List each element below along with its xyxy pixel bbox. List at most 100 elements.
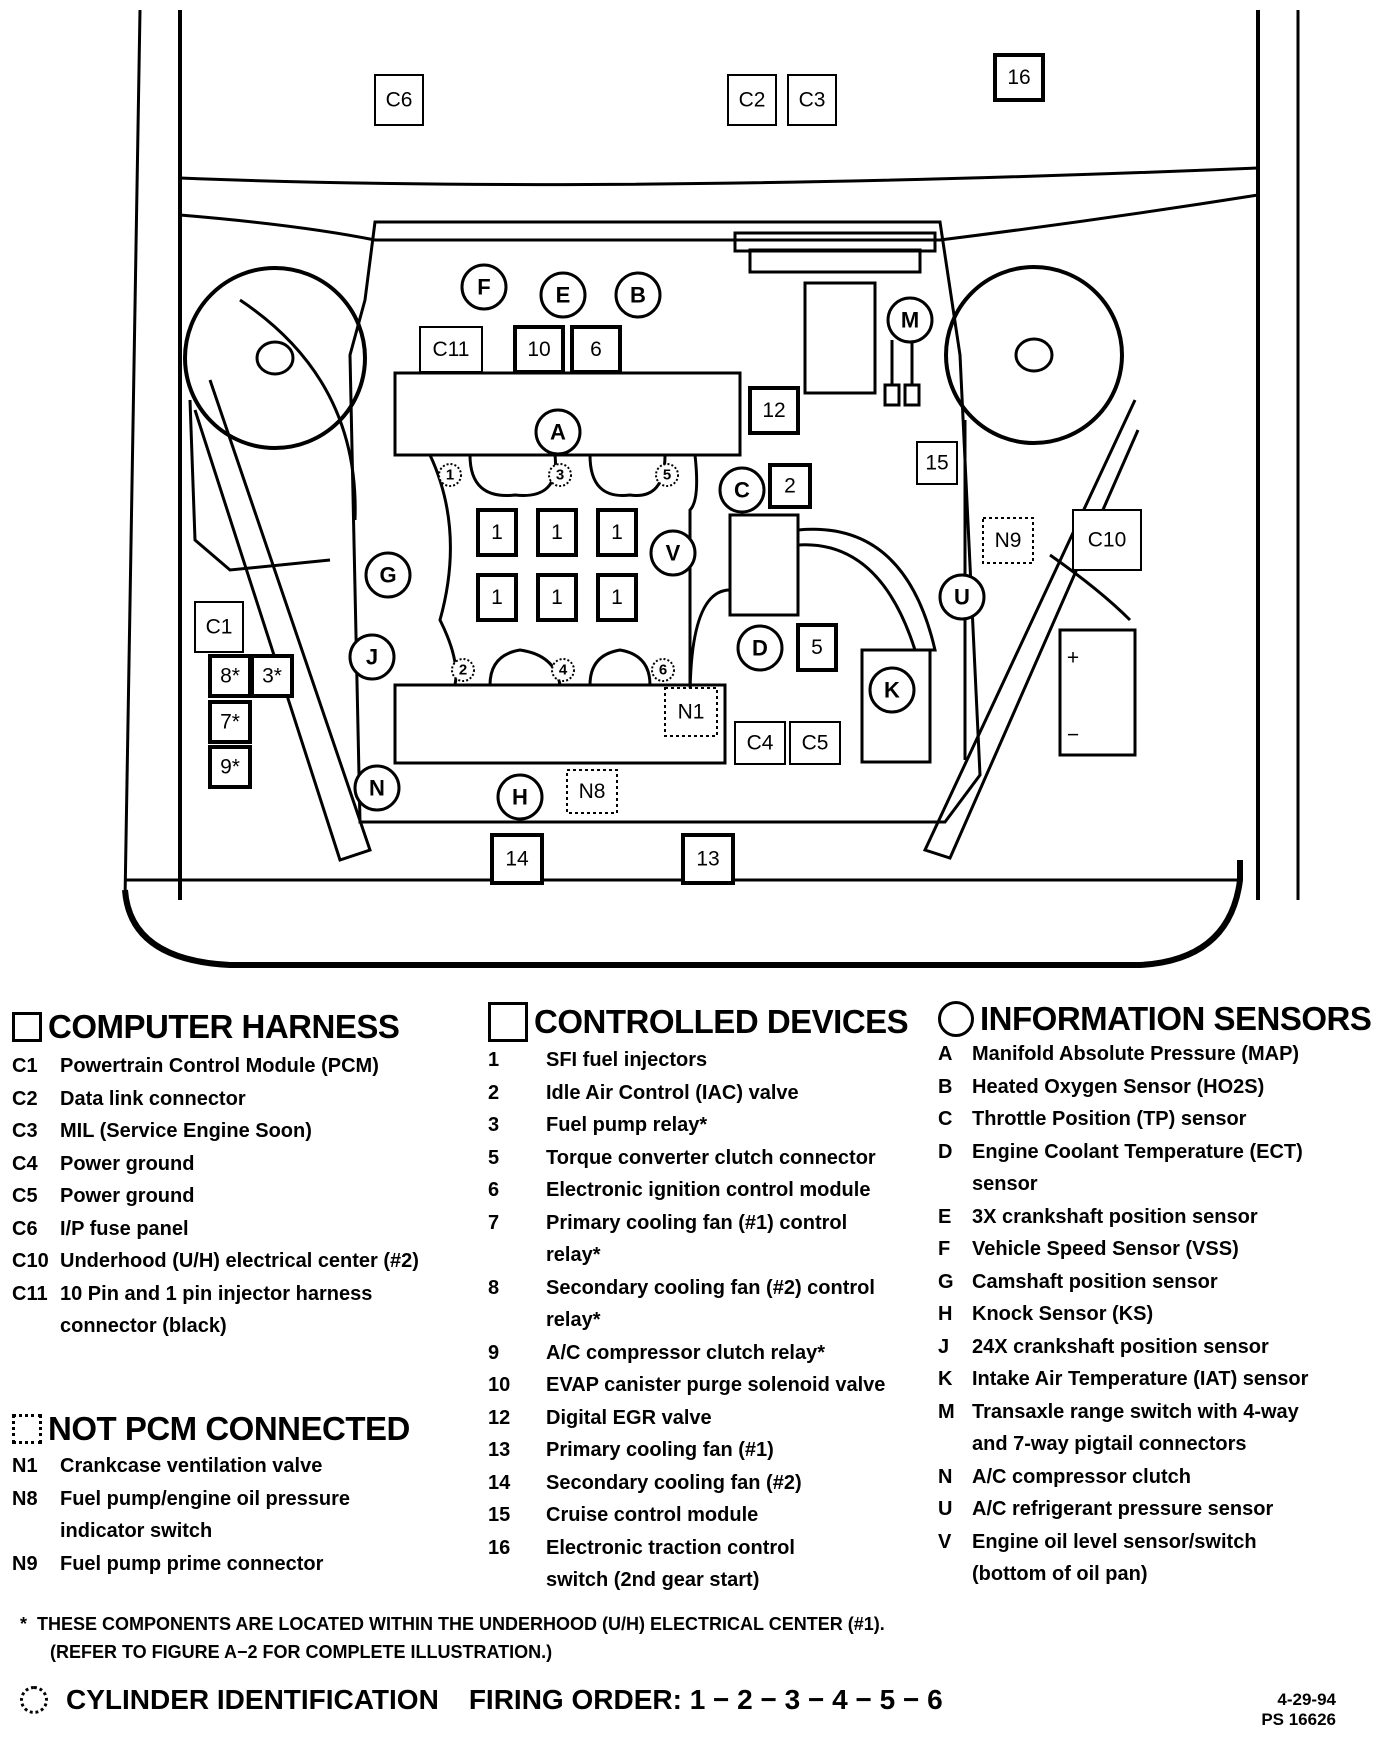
legend-row: indicator switch [12, 1515, 410, 1548]
circle-label: A [550, 420, 566, 445]
footnote-line-1: THESE COMPONENTS ARE LOCATED WITHIN THE … [37, 1614, 885, 1634]
legend-code: U [938, 1498, 953, 1520]
legend-desc: A/C refrigerant pressure sensor [972, 1498, 1274, 1520]
box-label: N9 [995, 529, 1022, 552]
box-label: 5 [811, 636, 823, 659]
box-callout: 2 [768, 463, 812, 509]
legend-code: 15 [488, 1504, 511, 1526]
box-callout: 8* [208, 654, 252, 698]
box-callout: 7* [208, 700, 252, 744]
legend-code: 3 [488, 1114, 500, 1136]
legend-desc: A/C compressor clutch [972, 1465, 1191, 1488]
legend-row: relay* [488, 1304, 908, 1337]
legend-code: C2 [12, 1087, 38, 1110]
box-callout: 9* [208, 745, 252, 789]
box-label: 1 [491, 521, 503, 544]
box-callout: 10 [513, 325, 565, 374]
box-label: 12 [762, 399, 785, 422]
legend-code: J [938, 1335, 950, 1358]
legend-code [938, 1558, 972, 1591]
box-callout: N8 [566, 769, 618, 814]
legend-title-controlled-devices: CONTROLLED DEVICES [488, 1002, 909, 1042]
box-callout: C11 [419, 326, 483, 373]
legend-desc: Throttle Position (TP) sensor [972, 1108, 1247, 1130]
legend-code: N9 [12, 1552, 38, 1575]
legend-row: relay* [488, 1239, 908, 1272]
legend-code: G [938, 1270, 954, 1293]
box-label: C6 [386, 89, 413, 112]
legend-code: D [938, 1140, 953, 1163]
legend-desc: Intake Air Temperature (IAT) sensor [972, 1368, 1309, 1390]
figure-stamp: 4-29-94 PS 16626 [1261, 1690, 1336, 1730]
legend-code: K [938, 1368, 953, 1390]
legend-desc: Cruise control module [546, 1504, 759, 1526]
legend-code [938, 1428, 972, 1461]
footnote: * THESE COMPONENTS ARE LOCATED WITHIN TH… [20, 1610, 885, 1666]
legend-code [12, 1515, 60, 1548]
legend-desc: Transaxle range switch with 4-way [972, 1400, 1299, 1423]
battery-plus-icon: + [1067, 647, 1079, 670]
legend-desc: Primary cooling fan (#1) [546, 1439, 774, 1461]
legend-desc: Underhood (U/H) electrical center (#2) [60, 1250, 419, 1272]
legend-row: (bottom of oil pan) [938, 1558, 1371, 1591]
box-label: 7* [220, 711, 240, 734]
legend-desc: Powertrain Control Module (PCM) [60, 1055, 379, 1077]
legend-code: V [938, 1530, 952, 1553]
legend-desc: 24X crankshaft position sensor [972, 1335, 1269, 1358]
box-callout: 14 [490, 833, 544, 885]
legend-desc: Torque converter clutch connector [546, 1146, 876, 1169]
box-label: 2 [784, 475, 796, 498]
legend-code: 16 [488, 1536, 511, 1559]
legend-code: F [938, 1238, 951, 1260]
legend-row: J 24X crankshaft position sensor [938, 1331, 1371, 1364]
box-callout: 15 [916, 441, 958, 485]
box-label: C2 [739, 89, 766, 112]
legend-code: N [938, 1465, 953, 1488]
box-label: 14 [505, 848, 529, 871]
legend-desc: Secondary cooling fan (#2) control [546, 1276, 875, 1299]
legend-desc: Power ground [60, 1152, 195, 1175]
legend-desc: Fuel pump prime connector [60, 1552, 324, 1575]
cylinder-marker: 3 [548, 463, 572, 487]
box-callout: 3* [250, 654, 294, 698]
legend-row: V Engine oil level sensor/switch [938, 1526, 1371, 1559]
legend-code: 7 [488, 1211, 500, 1234]
circle-callout: D [736, 624, 784, 672]
legend-desc: Data link connector [60, 1087, 246, 1110]
box-label: C11 [433, 338, 470, 361]
box-callout: C3 [787, 74, 837, 126]
cylinder-marker: 5 [655, 463, 679, 487]
cylinder-marker: 1 [438, 463, 462, 487]
box-label: C1 [206, 616, 233, 639]
cylinder-label: 3 [556, 467, 564, 484]
circle-callout: G [364, 551, 412, 599]
circle-callout: V [649, 529, 697, 577]
circle-callout: U [938, 573, 986, 621]
circle-label: F [477, 275, 490, 300]
legend-desc: Engine oil level sensor/switch [972, 1530, 1257, 1553]
legend-desc: Power ground [60, 1185, 195, 1207]
box-label: C3 [799, 89, 826, 112]
circle-label: H [512, 785, 528, 810]
legend-desc: Secondary cooling fan (#2) [546, 1471, 802, 1494]
legend-code: C3 [12, 1120, 38, 1142]
legend-desc: 10 Pin and 1 pin injector harness [60, 1282, 373, 1305]
legend-desc: Electronic ignition control module [546, 1179, 871, 1201]
box-callout: 12 [748, 386, 800, 435]
legend-desc: Engine Coolant Temperature (ECT) [972, 1140, 1303, 1163]
